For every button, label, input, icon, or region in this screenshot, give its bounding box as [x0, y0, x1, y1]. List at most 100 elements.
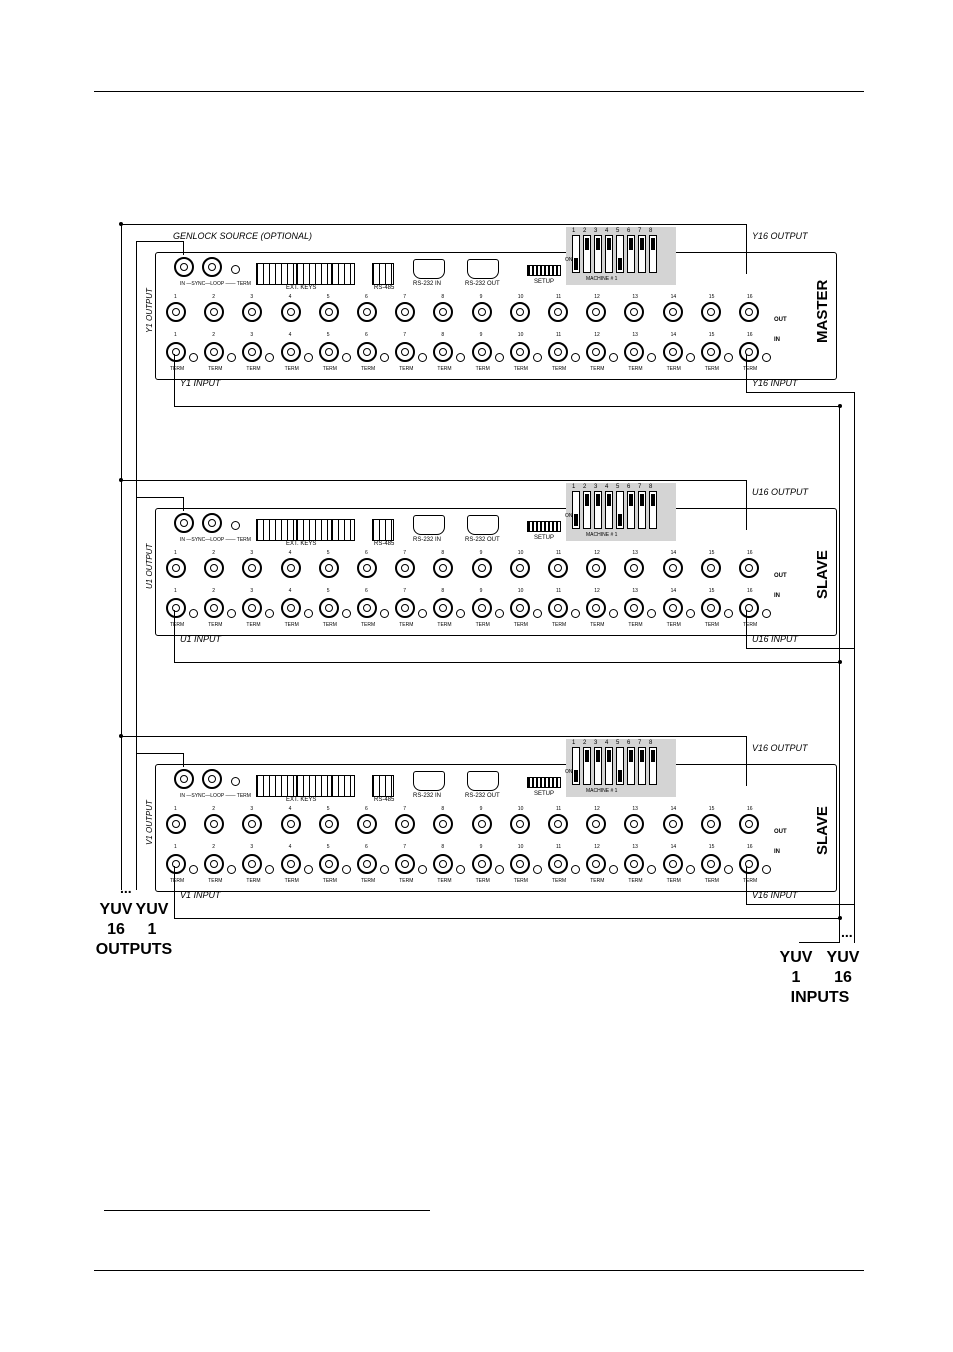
channel-number-in: 14 [670, 332, 677, 338]
rs485-terminal [372, 519, 394, 541]
ext-keys-block-3 [331, 775, 355, 797]
term-label: TERM [666, 622, 681, 628]
rs232-out-label: RS-232 OUT [465, 281, 500, 287]
footnote-rule [104, 1210, 430, 1211]
dip-switch-5 [616, 235, 624, 273]
channel-number-in: 9 [479, 588, 483, 594]
output-connector [395, 302, 416, 322]
sync-row-label: IN —SYNC—LOOP —— TERM [180, 793, 251, 799]
input1-wire-v [174, 866, 175, 918]
channel-number-out: 12 [594, 550, 600, 556]
output-connector [318, 814, 339, 834]
channel-number-out: 7 [403, 294, 406, 300]
channel-number-in: 11 [556, 844, 562, 850]
channel-number-out: 11 [556, 294, 562, 300]
input16-wire-h [746, 648, 854, 649]
rs232-in-port [413, 515, 445, 535]
channel-number-out: 5 [326, 294, 330, 300]
channel-number-in: 5 [326, 332, 330, 338]
dip-switch-5 [616, 747, 624, 785]
output-connector [166, 558, 186, 578]
term-label: TERM [590, 622, 605, 628]
sync-loop-connector [202, 257, 222, 277]
term-label: TERM [361, 366, 376, 372]
input1-wire-h [174, 662, 840, 663]
term-label: TERM [284, 366, 299, 372]
output-connector [624, 814, 645, 834]
channel-number-out: 13 [632, 294, 638, 300]
input-connector [548, 598, 568, 618]
output-connector [662, 814, 683, 834]
input1-wire-h [174, 406, 840, 407]
dip-number: 4 [605, 740, 609, 746]
channel-number-in: 8 [441, 844, 445, 850]
dip-number: 8 [649, 228, 653, 234]
input16-wire-v [746, 354, 747, 392]
output-connector [357, 814, 377, 834]
input16-wire-v [746, 866, 747, 904]
input-connector [548, 342, 568, 362]
channel-number-in: 1 [174, 588, 177, 594]
term-indicator [189, 865, 198, 874]
rs232-out-port [467, 771, 499, 791]
outputs-yuv16-label: YUV 16 [98, 900, 134, 940]
output-connector [700, 302, 721, 322]
output-connector [433, 302, 454, 322]
channel-number-in: 2 [212, 844, 215, 850]
term-indicator [685, 865, 695, 874]
channel-number-out: 4 [288, 806, 292, 812]
output-connector [204, 302, 225, 322]
term-label: TERM [246, 878, 261, 884]
dip-switch-4 [605, 235, 613, 273]
dip-number: 1 [572, 228, 576, 234]
output-connector [318, 558, 339, 578]
channel-number-in: 2 [212, 332, 215, 338]
input-connector [280, 342, 301, 362]
channel-number-in: 5 [326, 844, 330, 850]
output-connector [395, 558, 416, 578]
term-label: TERM [743, 622, 758, 628]
outputs-yuv1-label: YUV 1 [134, 900, 170, 940]
input-connector [739, 598, 759, 618]
input-connector [509, 598, 530, 618]
term-label: TERM [208, 622, 223, 628]
term-label: TERM [170, 878, 185, 884]
input-connector [433, 598, 454, 618]
term-indicator [227, 865, 237, 874]
term-label: TERM [666, 878, 681, 884]
term-indicator [189, 353, 198, 362]
channel-number-out: 3 [250, 806, 254, 812]
channel-number-out: 16 [747, 806, 753, 812]
input-connector [395, 598, 416, 618]
input16-wire-v [746, 610, 747, 648]
term-label: TERM [170, 366, 185, 372]
input-connector [700, 342, 721, 362]
term-indicator [303, 609, 313, 618]
term-label: TERM [361, 622, 376, 628]
rs485-terminal [372, 263, 394, 285]
channel-number-in: 14 [670, 588, 677, 594]
input-connector [662, 342, 683, 362]
channel-number-out: 12 [594, 294, 600, 300]
term-indicator [265, 353, 275, 362]
input-connector [624, 854, 645, 874]
term-indicator [762, 609, 771, 618]
ext-keys-block-3 [331, 519, 355, 541]
channel-number-in: 7 [403, 844, 406, 850]
dip-number: 6 [627, 484, 631, 490]
dip-machine-label: MACHINE # 1 [586, 788, 618, 794]
channel-number-in: 6 [365, 588, 368, 594]
term-indicator [456, 609, 466, 618]
output-connector [471, 814, 492, 834]
channel-number-out: 14 [670, 550, 677, 556]
output-16-label: V16 OUTPUT [752, 743, 808, 753]
term-indicator [456, 353, 466, 362]
channel-number-in: 1 [174, 844, 177, 850]
header-rule [94, 91, 864, 92]
channel-number-out: 14 [670, 806, 677, 812]
channel-number-in: 13 [632, 332, 638, 338]
input-connector [395, 342, 416, 362]
inputs-yuv16-label: YUV 16 [825, 948, 861, 988]
term-label: TERM [552, 622, 567, 628]
inputs-1-number: 1 [791, 969, 801, 986]
